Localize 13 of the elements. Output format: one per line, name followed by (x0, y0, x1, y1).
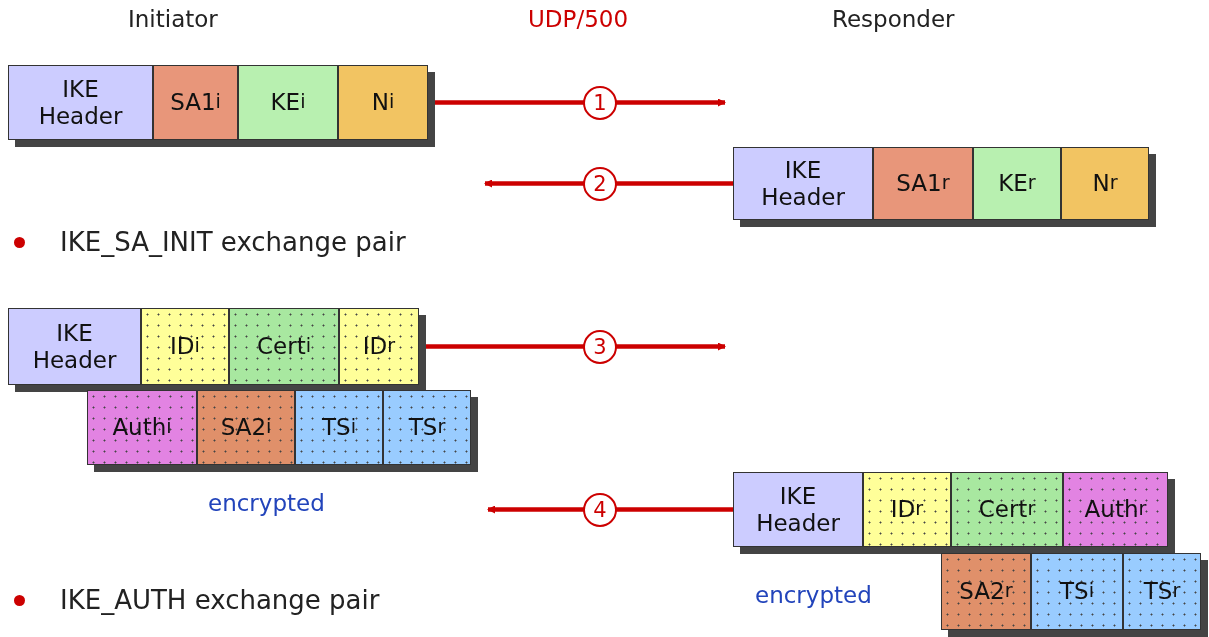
column-heading: Responder (832, 6, 955, 32)
annotation: encrypted (208, 490, 325, 516)
column-heading: Initiator (128, 6, 218, 32)
edge-label: 1 (583, 85, 617, 120)
edge-label: 4 (583, 492, 617, 527)
bullet-text: IKE_AUTH exchange pair (60, 585, 380, 615)
protocol-label: UDP/500 (528, 6, 629, 32)
arrow (484, 179, 733, 188)
edge-label: 3 (583, 329, 617, 364)
annotation: encrypted (755, 582, 872, 608)
arrow (487, 505, 733, 514)
bullet-text: IKE_SA_INIT exchange pair (60, 227, 406, 257)
edge-label: 2 (583, 166, 617, 201)
